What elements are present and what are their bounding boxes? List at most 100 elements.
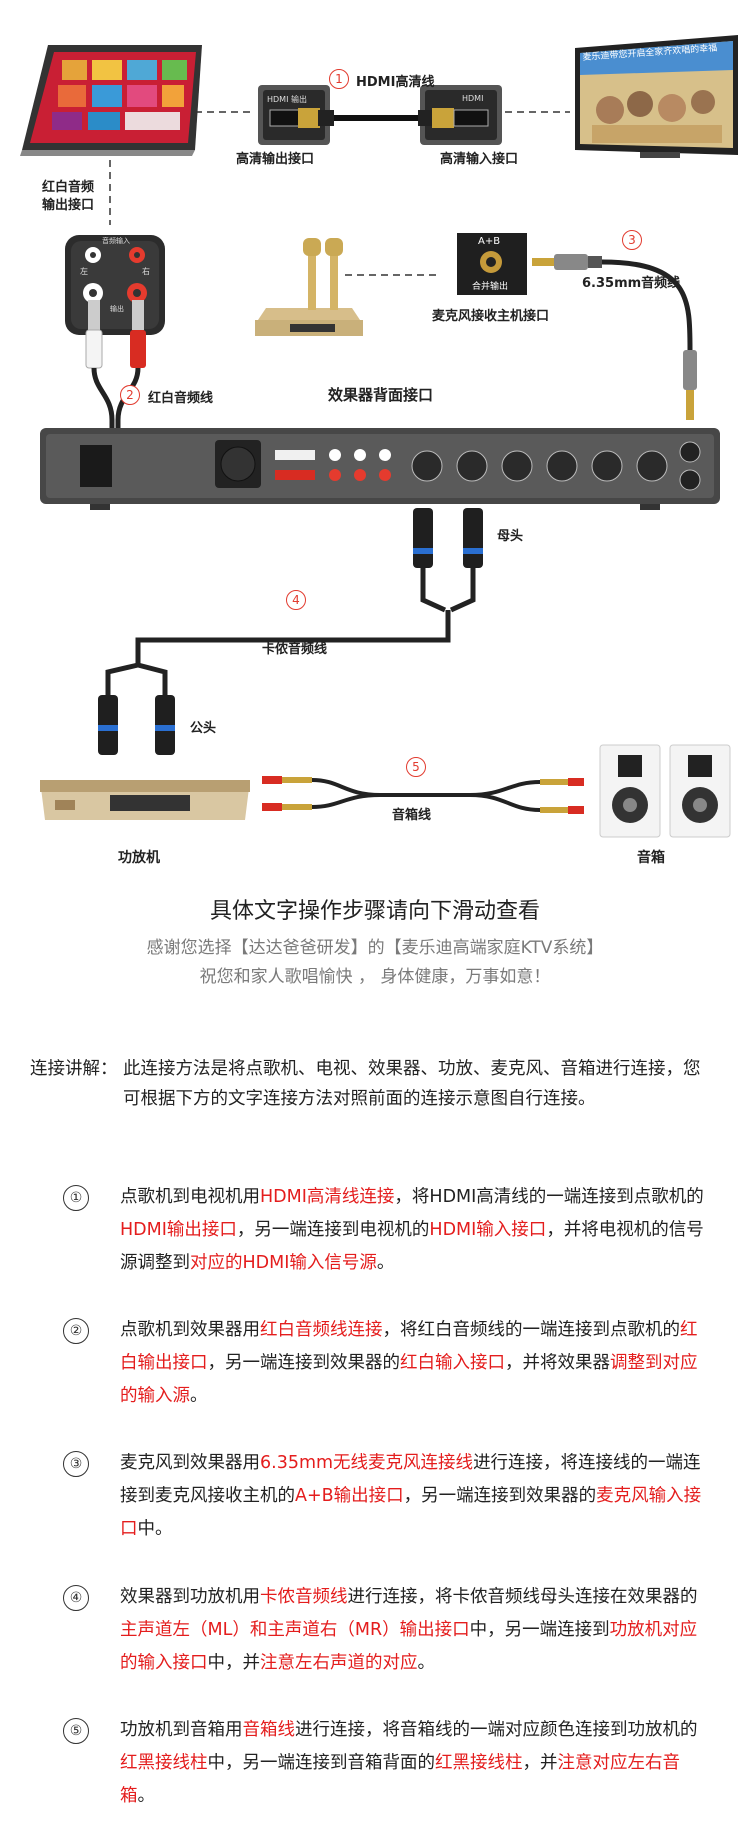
explain-text: 此连接方法是将点歌机、电视、效果器、功放、麦克风、音箱进行连接，您可根据下方的文… (123, 1059, 701, 1109)
step-text-segment: 进行连接，将音箱线的一端对应颜色连接到功放机的 (295, 1720, 698, 1740)
step-text-segment: 。 (376, 1253, 395, 1273)
step-5-number: ⑤ (63, 1718, 89, 1744)
tv-device (575, 35, 738, 158)
male-plug-label: 公头 (190, 721, 217, 736)
explain-title: 连接讲解： (30, 1059, 118, 1079)
step-text-segment: ，将红白音频线的一端连接到点歌机的 (382, 1320, 681, 1340)
badge-3: 3 (622, 230, 642, 250)
step-1-number: ① (63, 1185, 89, 1211)
ab-output-jack (457, 233, 527, 295)
step-text-segment: 麦克风到效果器用 (120, 1453, 260, 1473)
mix-output-label: 合并输出 (472, 282, 509, 292)
step-4-text: 效果器到功放机用卡侬音频线进行连接，将卡侬音频线母头连接在效果器的主声道左（ML… (120, 1581, 710, 1680)
highlight-text: 调整到对应的输入源 (120, 1353, 698, 1406)
badge-1: 1 (329, 69, 349, 89)
step-text-segment: 进行连接，将卡侬音频线母头连接在效果器的 (347, 1587, 698, 1607)
rca-cable-label: 红白音频线 (148, 391, 214, 406)
highlight-text: 红黑接线柱 (435, 1753, 523, 1773)
rca-panel-top: 音频输入 (102, 237, 130, 245)
step-text-segment: 。 (137, 1786, 156, 1806)
hdmi-port-text-left: HDMI 输出 (267, 95, 307, 104)
step-5-text: 功放机到音箱用音箱线进行连接，将音箱线的一端对应颜色连接到功放机的红黑接线柱中，… (120, 1714, 710, 1813)
speaker-cable (262, 776, 584, 814)
xlr-male-plugs (98, 695, 175, 755)
xlr-cable-label: 卡侬音频线 (262, 642, 328, 657)
rca-panel-left: 左 (80, 267, 88, 276)
highlight-text: 红白输出接口 (120, 1320, 698, 1373)
highlight-text: 6.35mm无线麦克风连接线 (260, 1453, 474, 1473)
speaker-cable-label: 音箱线 (392, 808, 432, 823)
step-text-segment: ，并 (522, 1753, 558, 1773)
speaker-pair (599, 744, 731, 838)
hd-input-label: 高清输入接口 (440, 152, 519, 167)
wireless-mic-receiver (255, 238, 363, 336)
step-2-number: ② (63, 1318, 89, 1344)
step-text-segment: ，并将电视机的信号源调整到 (120, 1220, 704, 1273)
rca-panel-right: 右 (142, 267, 150, 276)
highlight-text: A+B输出接口 (295, 1486, 404, 1506)
highlight-text: 红白输入接口 (400, 1353, 505, 1373)
step-text-segment: 点歌机到电视机用 (120, 1187, 260, 1207)
step-4-number: ④ (63, 1585, 89, 1611)
scroll-hint-headline: 具体文字操作步骤请向下滑动查看 (209, 899, 540, 924)
highlight-text: 注意对应左右音箱 (120, 1753, 680, 1806)
step-text-segment: 点歌机到效果器用 (120, 1320, 260, 1340)
step-text-segment: ，将HDMI高清线的一端连接到点歌机的 (394, 1187, 704, 1207)
effects-back-label: 效果器背面接口 (328, 386, 434, 404)
highlight-text: 主声道左（ML）和主声道右（MR）输出接口 (120, 1620, 470, 1640)
step-text-segment: ，另一端连接到电视机的 (236, 1220, 430, 1240)
hd-output-label: 高清输出接口 (236, 152, 315, 167)
step-text-segment: 进行连接，将连接线的一端连接到麦克风接收主机的 (120, 1453, 701, 1506)
jack-635-cable (532, 254, 697, 420)
badge-4: 4 (286, 590, 306, 610)
step-text-segment: 效果器到功放机用 (120, 1587, 260, 1607)
highlight-text: HDMI输入接口 (429, 1220, 547, 1240)
hdmi-cable-label: HDMI高清线 (356, 75, 435, 90)
ktv-player-device (20, 45, 202, 156)
speaker-label: 音箱 (637, 850, 665, 866)
step-text-segment: 。 (417, 1653, 436, 1673)
connection-diagram: 1 HDMI高清线 HDMI 输出 HDMI 高清输出接口 高清输入接口 麦乐迪… (0, 0, 750, 890)
highlight-text: HDMI高清线连接 (260, 1187, 395, 1207)
step-text-segment: 。 (190, 1386, 208, 1406)
rca-output-label-line1: 红白音频 (42, 180, 95, 195)
step-text-segment: 中，并 (207, 1653, 261, 1673)
xlr-female-plugs (105, 508, 483, 695)
highlight-text: 音箱线 (242, 1720, 296, 1740)
wishes-line: 祝您和家人歌唱愉快 ， 身体健康，万事如意！ (199, 967, 551, 987)
step-text-segment: ，并将效果器 (505, 1353, 610, 1373)
hdmi-port-text-right: HDMI (462, 94, 484, 103)
badge-5: 5 (406, 757, 426, 777)
highlight-text: 注意左右声道的对应 (260, 1653, 418, 1673)
step-text-segment: 中，另一端连接到音箱背面的 (207, 1753, 436, 1773)
mic-receiver-label: 麦克风接收主机接口 (432, 309, 550, 324)
step-text-segment: 功放机到音箱用 (120, 1720, 243, 1740)
step-text-segment: ，另一端连接到效果器的 (403, 1486, 597, 1506)
step-text-segment: ，另一端连接到效果器的 (207, 1353, 401, 1373)
highlight-text: 卡侬音频线 (260, 1587, 348, 1607)
amplifier-device (40, 780, 250, 820)
jack-cable-label: 6.35mm音频线 (582, 276, 681, 291)
effects-unit-back (40, 428, 720, 510)
highlight-text: 麦克风输入接口 (120, 1486, 702, 1539)
highlight-text: 红白音频线连接 (260, 1320, 383, 1340)
step-3-number: ③ (63, 1451, 89, 1477)
step-text-segment: 中。 (137, 1519, 173, 1539)
rca-audio-panel (65, 235, 165, 455)
ab-label: A+B (478, 236, 501, 247)
highlight-text: HDMI输出接口 (120, 1220, 237, 1240)
highlight-text: 对应的HDMI输入信号源 (190, 1253, 377, 1273)
highlight-text: 功放机对应的输入接口 (120, 1620, 698, 1673)
step-text-segment: 中，另一端连接到 (469, 1620, 610, 1640)
step-2-text: 点歌机到效果器用红白音频线连接，将红白音频线的一端连接到点歌机的红白输出接口，另… (120, 1314, 710, 1413)
rca-panel-bottom: 输出 (110, 305, 124, 313)
step-3-text: 麦克风到效果器用6.35mm无线麦克风连接线进行连接，将连接线的一端连接到麦克风… (120, 1447, 710, 1546)
amplifier-label: 功放机 (118, 850, 160, 866)
step-1-text: 点歌机到电视机用HDMI高清线连接，将HDMI高清线的一端连接到点歌机的 HDMI… (120, 1181, 710, 1280)
female-plug-label: 母头 (497, 529, 524, 544)
highlight-text: 红黑接线柱 (120, 1753, 208, 1773)
thanks-line: 感谢您选择【达达爸爸研发】的【麦乐迪高端家庭KTV系统】 (146, 938, 604, 958)
badge-2: 2 (120, 385, 140, 405)
hdmi-cable (258, 85, 502, 145)
rca-output-label-line2: 输出接口 (42, 198, 95, 213)
